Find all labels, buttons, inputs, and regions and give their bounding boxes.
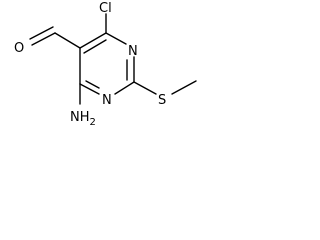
nitrogen-top-label: N [128,44,138,59]
bond-c2-n3 [114,81,135,95]
sulfur-label: S [158,93,166,108]
amino-label: NH2 [70,110,96,128]
bond-c5-c6-inner [83,39,107,54]
amino-nh-text: NH [70,110,90,125]
bond-c6-n1 [105,32,127,45]
bond-c2-s [133,81,157,95]
bond-c4-n3-inner [85,80,100,89]
bond-c5-cho [54,32,81,49]
amino-subscript-text: 2 [90,117,96,128]
bond-n3-c4 [79,83,100,95]
chlorine-label: Cl [99,1,112,16]
bond-cho-o-inner [29,26,54,40]
chemical-structure-diagram: O Cl N N S NH2 [14,1,197,128]
bond-s-ch3 [171,80,197,95]
bond-c5-c6 [79,32,107,49]
bond-cho-o [31,32,56,46]
oxygen-label: O [14,41,24,56]
nitrogen-bottom-label: N [102,93,112,108]
